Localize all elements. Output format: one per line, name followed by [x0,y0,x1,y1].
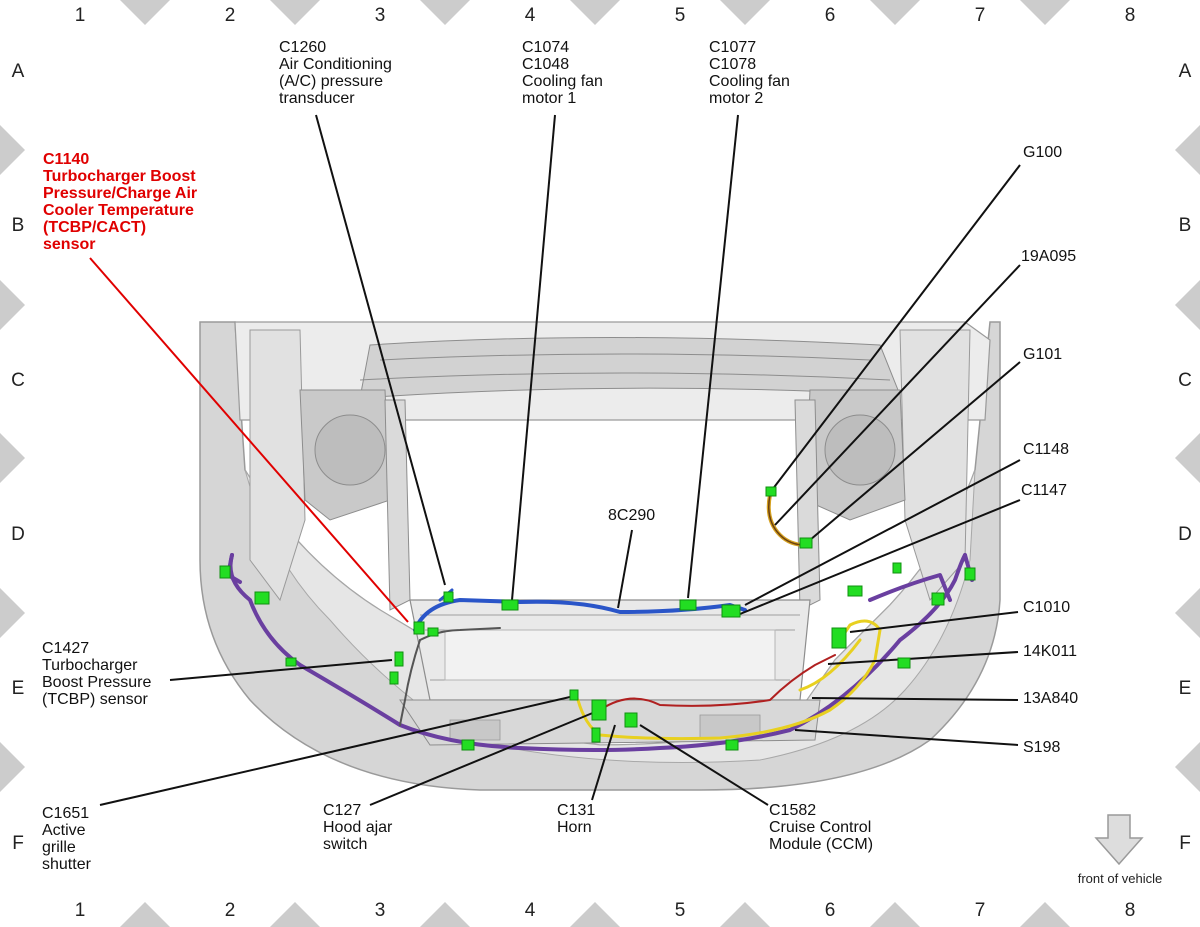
callout-c1260-line: transducer [279,90,355,107]
callout-c1010-line: C1010 [1023,599,1070,616]
callout-c1077-line: Cooling fan [709,73,790,90]
callout-c1140-line: Cooler Temperature [43,202,194,219]
grid-row-label-right: D [1178,524,1192,545]
callout-c1582-line: C1582 [769,802,816,819]
callout-c1077-line: C1077 [709,39,756,56]
callout-c1140-line: C1140 [43,151,89,168]
callout-c1074-line: Cooling fan [522,73,603,90]
grid-row-label-right: E [1179,678,1192,699]
grid-row-label-left: E [12,678,25,699]
callout-c1651-line: Active [42,822,86,839]
callout-c1148-line: C1148 [1023,441,1069,458]
grid-column-label-bottom: 7 [975,900,986,921]
callout-c1074-line: motor 1 [522,90,576,107]
callout-c1427-line: C1427 [42,640,89,657]
callout-c1582-line: Cruise Control [769,819,871,836]
connector-c1582 [624,712,638,728]
callout-c1074-line: C1048 [522,56,569,73]
callout-c1427-line: Turbocharger [42,657,138,674]
callout-c1582-line: Module (CCM) [769,836,873,853]
callout-c1074-line: C1074 [522,39,569,56]
callout-c1260-line: Air Conditioning [279,56,392,73]
callout-c1260-line: (A/C) pressure [279,73,383,90]
callout-c1077-line: C1078 [709,56,756,73]
connector-c131 [591,727,601,743]
callout-n8c290-line: 8C290 [608,507,655,524]
grid-row-label-left: F [12,833,24,854]
grid-column-label-top: 8 [1125,5,1136,26]
grid-column-label-top: 6 [825,5,836,26]
callout-c1651-line: shutter [42,856,92,873]
callout-c1077-line: motor 2 [709,90,763,107]
grid-column-label-bottom: 1 [75,900,86,921]
connector-c1140 [413,621,425,635]
grid-row-label-left: C [11,370,25,391]
callout-c1140-line: Turbocharger Boost [43,168,196,185]
connectors [219,486,976,751]
grid-row-label-left: A [12,61,25,82]
callout-c127-line: switch [323,836,367,853]
grid-column-label-top: 2 [225,5,236,26]
grid-row-label-left: B [12,215,25,236]
grid-column-label-top: 3 [375,5,386,26]
connector-c1077 [679,599,697,611]
connector-g100 [765,486,777,497]
callout-c127-line: C127 [323,802,361,819]
callout-c1140-line: Pressure/Charge Air [43,185,197,202]
grid-row-label-right: C [1178,370,1192,391]
front-of-vehicle-label: front of vehicle [1078,871,1163,886]
connector-c1651 [569,689,579,701]
grid-column-label-bottom: 8 [1125,900,1136,921]
callout-c1140-line: sensor [43,236,95,253]
connector-g101 [799,537,813,549]
callout-c1427-line: Boost Pressure [42,674,151,691]
grid-column-label-top: 1 [75,5,86,26]
callout-n19a095-line: 19A095 [1021,248,1076,265]
callout-c1651-line: grille [42,839,76,856]
connector-c1260 [443,591,454,603]
grid-column-label-bottom: 6 [825,900,836,921]
callout-g100-line: G100 [1023,144,1062,161]
grid-column-label-bottom: 2 [225,900,236,921]
connector-c1010 [831,627,847,649]
front-of-vehicle-arrow-icon [1094,814,1144,866]
connector-c1148 [721,604,741,618]
callout-c1427-line: (TCBP) sensor [42,691,148,708]
callout-c127-line: Hood ajar [323,819,393,836]
connector-c1074 [501,599,519,611]
grid-row-label-right: F [1179,833,1191,854]
grid-column-label-top: 5 [675,5,686,26]
callout-c1651-line: C1651 [42,805,89,822]
callout-s198-line: S198 [1023,739,1060,756]
callout-c131-line: Horn [557,819,592,836]
grid-row-label-left: D [11,524,25,545]
callout-n14k011-line: 14K011 [1023,643,1077,660]
grid-column-label-top: 7 [975,5,986,26]
callout-g101-line: G101 [1023,346,1062,363]
grid-column-label-bottom: 5 [675,900,686,921]
callout-c1147-line: C1147 [1021,482,1067,499]
grid-row-label-right: B [1179,215,1192,236]
grid-column-label-bottom: 3 [375,900,386,921]
callout-c1140-line: (TCBP/CACT) [43,219,146,236]
front-end-structure-illustration [199,321,1001,791]
callout-leader-lines [99,114,1021,806]
c1140-leader-line [89,257,409,623]
connector-c127 [591,699,607,721]
grid-column-label-bottom: 4 [525,900,536,921]
callout-c1260-line: C1260 [279,39,326,56]
grid-column-label-top: 4 [525,5,536,26]
grid-row-label-right: A [1179,61,1192,82]
connector-c1427 [394,651,404,667]
callout-n13a840-line: 13A840 [1023,690,1078,707]
callout-c131-line: C131 [557,802,595,819]
harness-red [599,654,836,711]
